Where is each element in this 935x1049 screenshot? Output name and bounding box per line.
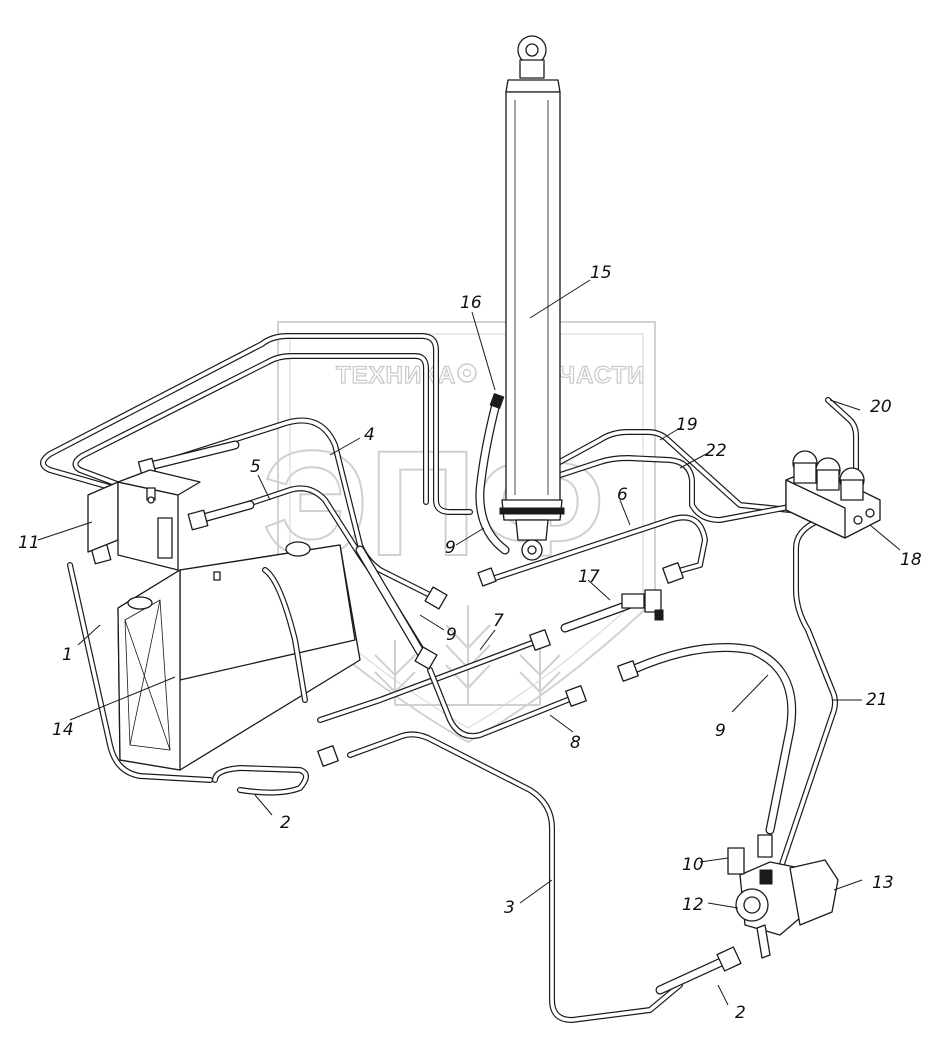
callouts: 1 2 2 3 4 5 6 7 8 9 9 9 10 11 12 13 14 1… xyxy=(18,263,922,1023)
callout-7: 7 xyxy=(493,611,504,631)
callout-16: 16 xyxy=(460,293,482,313)
distribution-block xyxy=(785,450,881,539)
callout-12: 12 xyxy=(682,895,704,915)
callout-17: 17 xyxy=(578,567,600,587)
callout-19: 19 xyxy=(676,415,698,435)
hydraulic-pump xyxy=(727,847,839,959)
callout-20: 20 xyxy=(870,397,892,417)
callout-1: 1 xyxy=(62,645,73,665)
callout-21: 21 xyxy=(866,690,888,710)
callout-13: 13 xyxy=(872,873,894,893)
callout-6: 6 xyxy=(617,485,628,505)
callout-11: 11 xyxy=(18,533,40,553)
callout-18: 18 xyxy=(900,550,922,570)
callout-15: 15 xyxy=(590,263,612,283)
callout-22: 22 xyxy=(705,441,727,461)
valve-block xyxy=(87,469,201,571)
callout-4: 4 xyxy=(364,425,375,445)
leader-lines xyxy=(37,279,901,1006)
callout-14: 14 xyxy=(52,720,74,740)
callout-9-cylinder: 9 xyxy=(445,538,456,558)
callout-8: 8 xyxy=(570,733,581,753)
callout-9-right: 9 xyxy=(715,721,726,741)
callout-5: 5 xyxy=(250,457,261,477)
callout-3: 3 xyxy=(504,898,515,918)
callout-2-right: 2 xyxy=(735,1003,746,1023)
wheat-emblem xyxy=(374,605,561,706)
callout-9-middle: 9 xyxy=(446,625,457,645)
callout-10: 10 xyxy=(682,855,704,875)
gear-icon xyxy=(457,363,477,383)
hydraulic-cylinder xyxy=(489,35,565,561)
tee-fitting xyxy=(621,589,664,621)
callout-2-left: 2 xyxy=(280,813,291,833)
oil-tank xyxy=(117,541,361,771)
